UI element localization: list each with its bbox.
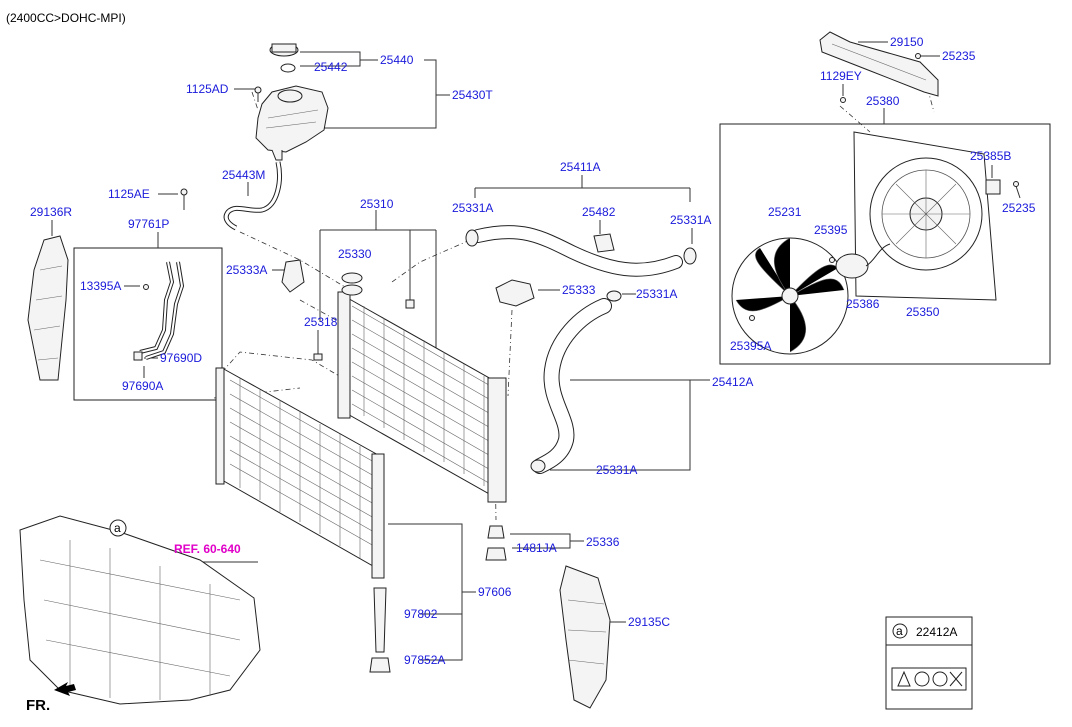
radiator-clip[interactable]: [405, 299, 415, 309]
legend-box: a 22412A: [885, 616, 973, 710]
air-guard-left[interactable]: [27, 235, 69, 381]
air-guard-right[interactable]: [559, 565, 611, 709]
label-29135c[interactable]: 29135C: [628, 615, 670, 629]
label-25331a-2[interactable]: 25331A: [670, 213, 711, 227]
label-25395a[interactable]: 25395A: [730, 339, 771, 353]
fan-resistor[interactable]: [985, 179, 1001, 195]
bolt-1125ae[interactable]: [180, 188, 188, 210]
label-25350[interactable]: 25350: [906, 305, 940, 319]
radiator-mount-bracket[interactable]: [281, 259, 305, 293]
label-97606[interactable]: 97606: [478, 585, 512, 599]
callout-circle: [109, 519, 127, 537]
label-1125ae[interactable]: 1125AE: [108, 187, 150, 201]
lower-mount-bracket[interactable]: [495, 279, 535, 307]
coolant-reservoir-tank[interactable]: [254, 85, 329, 161]
legend-letter: a: [896, 624, 903, 638]
screw-25235-top[interactable]: [915, 53, 921, 59]
drain-plug[interactable]: [313, 353, 323, 361]
ac-pipe-assembly[interactable]: [133, 261, 185, 361]
label-1129ey[interactable]: 1129EY: [820, 69, 862, 83]
label-97761p[interactable]: 97761P: [128, 217, 169, 231]
label-25442[interactable]: 25442: [314, 60, 348, 74]
label-25235-top[interactable]: 25235: [942, 49, 976, 63]
callout-letter: a: [114, 521, 121, 535]
upper-radiator-hose[interactable]: [465, 225, 697, 277]
label-25395[interactable]: 25395: [814, 223, 848, 237]
label-25318[interactable]: 25318: [304, 315, 338, 329]
label-25330[interactable]: 25330: [338, 247, 372, 261]
label-25386[interactable]: 25386: [846, 297, 880, 311]
reservoir-cap[interactable]: [269, 43, 299, 73]
receiver-drier[interactable]: [369, 587, 391, 673]
legend-part-number[interactable]: 22412A: [916, 625, 957, 639]
screw-25235-mid[interactable]: [1013, 181, 1019, 187]
label-25336[interactable]: 25336: [586, 535, 620, 549]
overflow-hose[interactable]: [223, 161, 282, 231]
fan-shroud[interactable]: [853, 131, 997, 301]
label-25235-mid[interactable]: 25235: [1002, 201, 1036, 215]
label-25333a[interactable]: 25333A: [226, 263, 267, 277]
label-25310[interactable]: 25310: [360, 197, 394, 211]
front-direction-label: FR.: [26, 697, 50, 714]
engine-spec-title: (2400CC>DOHC-MPI): [6, 11, 126, 25]
label-1125ad[interactable]: 1125AD: [186, 82, 229, 96]
label-29150[interactable]: 29150: [890, 35, 924, 49]
label-29136r[interactable]: 29136R: [30, 205, 72, 219]
label-25411a[interactable]: 25411A: [560, 160, 600, 174]
label-25333[interactable]: 25333: [562, 283, 596, 297]
front-direction-arrow-icon: [54, 682, 76, 696]
label-97690d[interactable]: 97690D: [160, 351, 202, 365]
fan-motor[interactable]: [835, 243, 891, 279]
part-labels: 29150 25235 25440 25442 25430T 1125AD 11…: [30, 35, 1036, 667]
label-25380[interactable]: 25380: [866, 94, 900, 108]
label-97802[interactable]: 97802: [404, 607, 438, 621]
label-25482[interactable]: 25482: [582, 205, 616, 219]
label-25443m[interactable]: 25443M: [222, 168, 265, 182]
label-25430t[interactable]: 25430T: [452, 88, 493, 102]
screw-25395[interactable]: [829, 257, 835, 263]
label-25331a-4[interactable]: 25331A: [596, 463, 637, 477]
label-1481ja[interactable]: 1481JA: [516, 541, 557, 555]
upper-bracket-29150[interactable]: [819, 31, 939, 97]
label-25331a-3[interactable]: 25331A: [636, 287, 677, 301]
lower-radiator-hose[interactable]: [530, 290, 622, 474]
radiator-insulators[interactable]: [485, 525, 507, 561]
condenser[interactable]: [215, 367, 385, 579]
label-25385b[interactable]: 25385B: [970, 149, 1011, 163]
screw-25395a[interactable]: [749, 315, 755, 321]
hose-bracket[interactable]: [593, 233, 615, 253]
radiator[interactable]: [337, 284, 507, 503]
label-25331a-1[interactable]: 25331A: [452, 201, 493, 215]
screw-1129ey[interactable]: [840, 97, 846, 103]
label-97852a[interactable]: 97852A: [404, 653, 445, 667]
warning-label-icon: [891, 667, 967, 691]
label-25231[interactable]: 25231: [768, 205, 802, 219]
radiator-cap[interactable]: [341, 272, 363, 284]
cooling-fan-blade[interactable]: [731, 237, 849, 355]
label-25440[interactable]: 25440: [380, 53, 414, 67]
label-97690a[interactable]: 97690A: [122, 379, 163, 393]
reference-link[interactable]: REF. 60-640: [174, 542, 241, 556]
label-13395a[interactable]: 13395A: [80, 279, 121, 293]
label-25412a[interactable]: 25412A: [712, 375, 753, 389]
